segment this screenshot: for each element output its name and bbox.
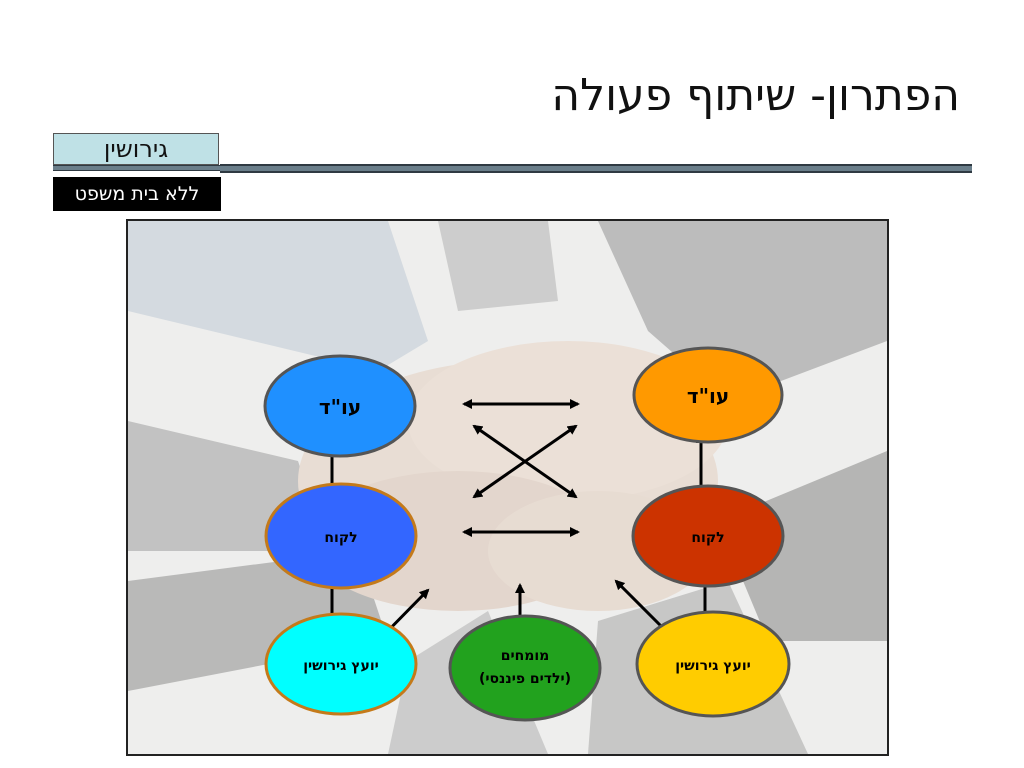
node-advisor-left-label: יועץ גירושין (303, 658, 379, 674)
node-lawyer-left-shape (263, 354, 417, 458)
node-advisor-right-label: יועץ גירושין (675, 658, 751, 674)
section-subtag: ללא בית משפט (53, 177, 221, 211)
node-advisor-left-shape (264, 612, 418, 716)
node-experts-label-line1: מומחים (501, 648, 550, 664)
arrow-cross-2 (472, 424, 578, 499)
node-client-right-label: לקוח (691, 530, 724, 546)
node-experts: מומחים (ילדים פיננסי) (448, 614, 602, 722)
node-advisor-left: יועץ גירושין (264, 612, 418, 716)
node-experts-shape (448, 614, 602, 722)
node-lawyer-right: עו"ד (632, 346, 784, 444)
node-client-right: לקוח (631, 484, 785, 588)
node-client-left: לקוח (264, 482, 418, 590)
node-lawyer-left-label: עו"ד (319, 395, 361, 419)
node-client-right-shape (631, 484, 785, 588)
node-client-left-shape (264, 482, 418, 590)
node-lawyer-left: עו"ד (263, 354, 417, 458)
node-lawyer-right-shape (632, 346, 784, 444)
node-lawyer-right-label: עו"ד (687, 384, 729, 408)
slide-title: הפתרון- שיתוף פעולה (551, 70, 960, 121)
header-rule-left (53, 165, 221, 171)
node-client-left-label: לקוח (324, 530, 357, 546)
section-tag: גירושין (53, 133, 219, 165)
node-advisor-right: יועץ גירושין (635, 610, 791, 718)
diagram-canvas: עו"ד עו"ד לקוח לקוח יועץ גירושין מומחים … (128, 221, 887, 754)
node-experts-label-line2: (ילדים פיננסי) (479, 671, 571, 687)
collaboration-diagram: עו"ד עו"ד לקוח לקוח יועץ גירושין מומחים … (126, 219, 889, 756)
header-rule (220, 164, 972, 173)
node-advisor-right-shape (635, 610, 791, 718)
